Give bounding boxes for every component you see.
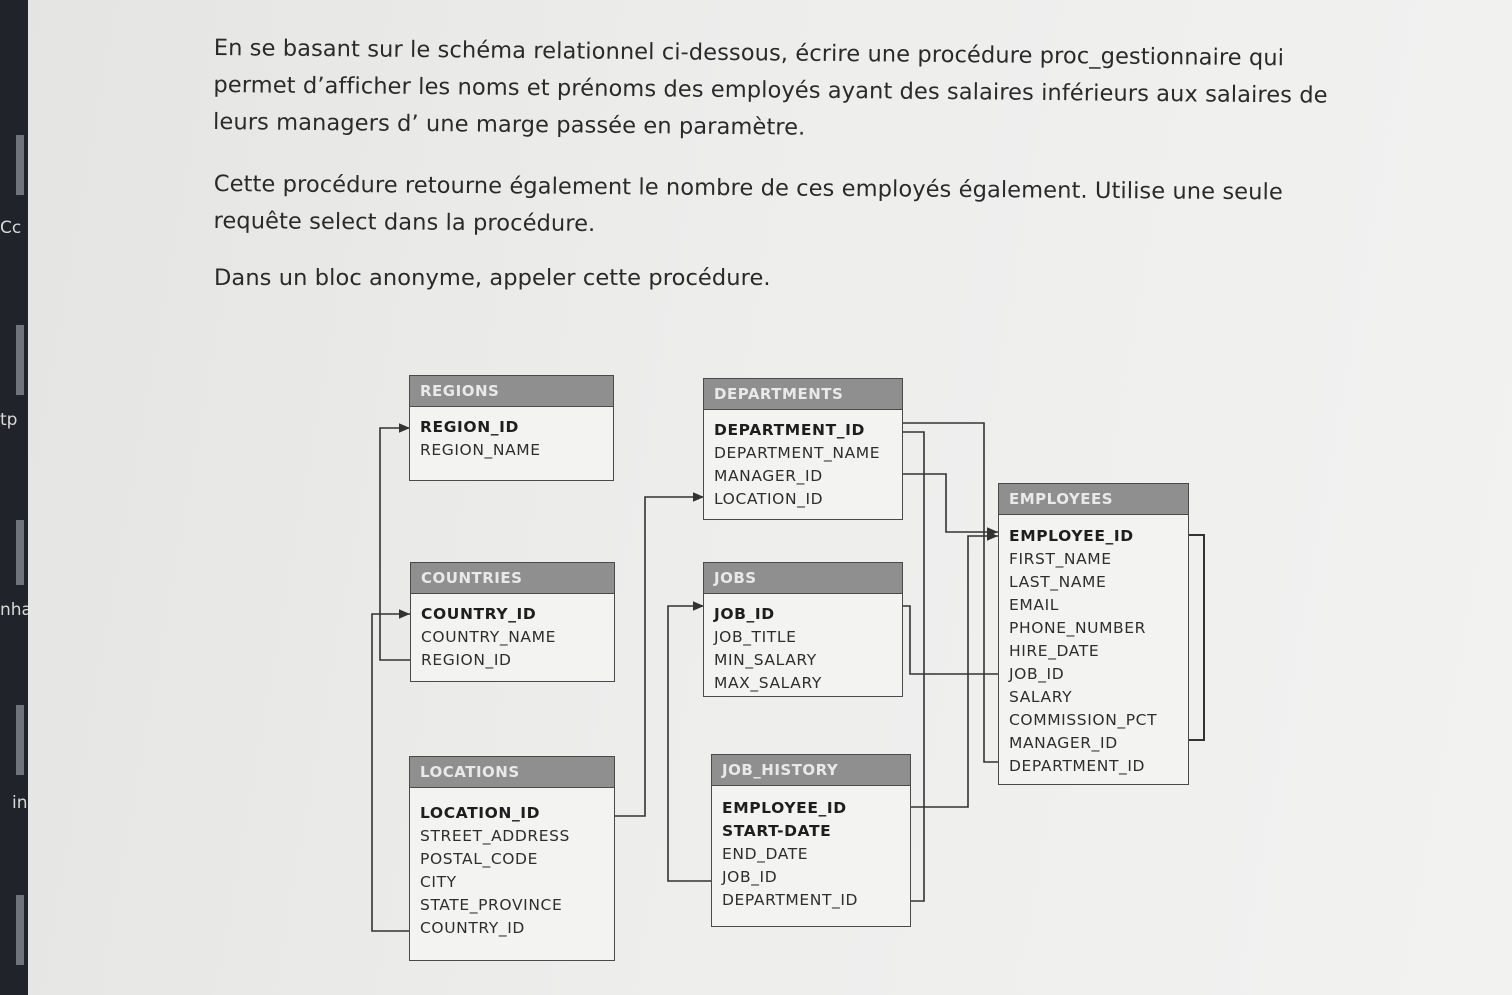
- locations-table: LOCATIONS LOCATION_ID STREET_ADDRESS POS…: [409, 756, 615, 961]
- employees-column-phone-number: PHONE_NUMBER: [1009, 619, 1147, 637]
- departments-column-department-name: DEPARTMENT_NAME: [714, 444, 881, 462]
- screen-text-fragment: in: [12, 793, 28, 813]
- jobs-table: JOBS JOB_ID JOB_TITLE MIN_SALARY MAX_SAL…: [703, 562, 903, 697]
- screen-fragment-bar: [16, 705, 24, 775]
- employees-column-email: EMAIL: [1009, 596, 1059, 614]
- table-title: EMPLOYEES: [999, 484, 1188, 515]
- locations-column-postal-code: POSTAL_CODE: [420, 850, 538, 868]
- regions-column-region-name: REGION_NAME: [420, 441, 541, 459]
- table-title: JOB_HISTORY: [712, 755, 910, 786]
- employees-column-first-name: FIRST_NAME: [1009, 550, 1112, 568]
- job-history-column-department-id: DEPARTMENT_ID: [722, 891, 859, 909]
- jobs-column-max-salary: MAX_SALARY: [714, 674, 822, 692]
- locations-column-city: CITY: [420, 873, 457, 891]
- regions-table: REGIONS REGION_ID REGION_NAME: [409, 375, 614, 481]
- employees-column-employee-id: EMPLOYEE_ID: [1009, 527, 1134, 545]
- table-title: REGIONS: [410, 376, 613, 407]
- departments-column-location-id: LOCATION_ID: [714, 490, 824, 508]
- fk-line-countries-regions: [379, 423, 410, 661]
- jobs-column-job-title: JOB_TITLE: [714, 628, 797, 646]
- departments-table: DEPARTMENTS DEPARTMENT_ID DEPARTMENT_NAM…: [703, 378, 903, 520]
- exercise-call-paragraph: Dans un bloc anonyme, appeler cette proc…: [214, 265, 771, 291]
- table-title: COUNTRIES: [411, 563, 614, 594]
- screen-fragment-bar: [16, 520, 24, 585]
- screen-text-fragment: nha: [0, 600, 28, 620]
- screen-fragment-bar: [16, 135, 24, 195]
- countries-table: COUNTRIES COUNTRY_ID COUNTRY_NAME REGION…: [410, 562, 615, 682]
- locations-column-state-province: STATE_PROVINCE: [420, 896, 563, 914]
- locations-column-street-address: STREET_ADDRESS: [420, 827, 570, 845]
- countries-column-country-name: COUNTRY_NAME: [421, 628, 556, 646]
- job-history-column-start-date: START-DATE: [722, 822, 832, 840]
- fk-line-employees-departments: [890, 418, 1000, 763]
- employees-table: EMPLOYEES EMPLOYEE_ID FIRST_NAME LAST_NA…: [998, 483, 1189, 785]
- screen-text-fragment: Cc: [0, 218, 22, 238]
- jobs-column-min-salary: MIN_SALARY: [714, 651, 817, 669]
- job-history-column-employee-id: EMPLOYEE_ID: [722, 799, 847, 817]
- employees-column-manager-id: MANAGER_ID: [1009, 734, 1118, 752]
- table-title: DEPARTMENTS: [704, 379, 902, 410]
- background-screen-strip: Cc tp nha in: [0, 0, 28, 995]
- departments-column-department-id: DEPARTMENT_ID: [714, 421, 865, 439]
- screen-fragment-bar: [16, 325, 24, 395]
- locations-column-country-id: COUNTRY_ID: [420, 919, 525, 937]
- departments-column-manager-id: MANAGER_ID: [714, 467, 823, 485]
- employees-column-hire-date: HIRE_DATE: [1009, 642, 1100, 660]
- locations-column-location-id: LOCATION_ID: [420, 804, 541, 822]
- job-history-column-end-date: END_DATE: [722, 845, 809, 863]
- screen-fragment-bar: [16, 895, 24, 965]
- fk-line-jobhistory-jobs: [667, 601, 712, 882]
- regions-column-region-id: REGION_ID: [420, 418, 519, 436]
- countries-column-country-id: COUNTRY_ID: [421, 605, 537, 623]
- job-history-column-job-id: JOB_ID: [722, 868, 778, 886]
- employees-column-salary: SALARY: [1009, 688, 1073, 706]
- fk-line-locations-countries: [371, 609, 410, 932]
- employees-column-department-id: DEPARTMENT_ID: [1009, 757, 1146, 775]
- employees-column-job-id: JOB_ID: [1009, 665, 1065, 683]
- countries-column-region-id: REGION_ID: [421, 651, 512, 669]
- table-title: LOCATIONS: [410, 757, 614, 788]
- employees-column-last-name: LAST_NAME: [1009, 573, 1107, 591]
- jobs-column-job-id: JOB_ID: [714, 605, 775, 623]
- screen-text-fragment: tp: [0, 410, 18, 430]
- job-history-table: JOB_HISTORY EMPLOYEE_ID START-DATE END_D…: [711, 754, 911, 927]
- table-title: JOBS: [704, 563, 902, 594]
- employees-column-commission-pct: COMMISSION_PCT: [1009, 711, 1158, 729]
